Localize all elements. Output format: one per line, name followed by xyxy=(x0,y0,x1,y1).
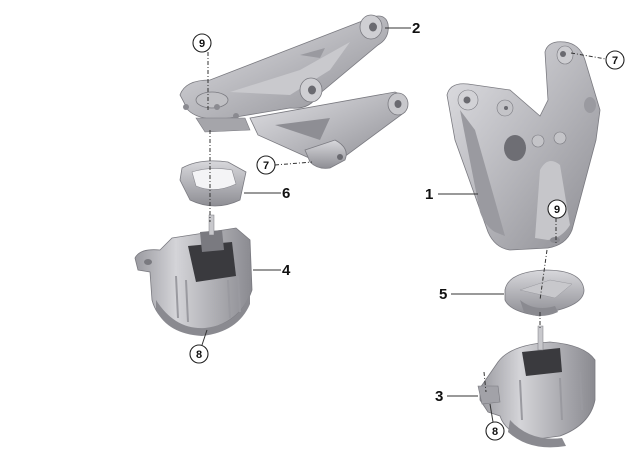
callout-2-label: 2 xyxy=(412,20,420,37)
circled-callout-8-right: 8 xyxy=(485,403,505,441)
part-3-engine-mount-right xyxy=(477,325,596,448)
callout-6-label: 6 xyxy=(282,185,290,202)
circled-callout-7-right: 7 xyxy=(570,50,625,70)
callout-4-label: 4 xyxy=(282,262,291,279)
circled-callout-7-left: 7 xyxy=(256,155,313,175)
callout-1-label: 1 xyxy=(425,186,433,203)
circled-callout-9-left: 9 xyxy=(192,33,212,53)
callout-3: 3 xyxy=(435,388,478,405)
callout-5-label: 5 xyxy=(439,286,447,303)
circled-callout-9-left-label: 9 xyxy=(199,38,205,50)
circled-callout-7-right-label: 7 xyxy=(612,55,618,67)
part-2-support-arm xyxy=(179,14,409,169)
part-6-spacer-ring xyxy=(179,160,247,207)
circled-callout-8-left: 8 xyxy=(189,329,209,364)
callout-3-label: 3 xyxy=(435,388,443,405)
callout-2: 2 xyxy=(385,20,420,37)
circled-callout-8-left-label: 8 xyxy=(196,349,202,361)
callout-6: 6 xyxy=(244,185,290,202)
circled-callout-9-right: 9 xyxy=(547,199,567,219)
part-1-support-bracket xyxy=(446,41,601,251)
callout-4: 4 xyxy=(253,262,291,279)
assembly-axes xyxy=(207,52,557,393)
circled-callout-9-right-label: 9 xyxy=(554,204,560,216)
circled-callout-7-left-label: 7 xyxy=(263,160,269,172)
circled-callout-8-right-label: 8 xyxy=(492,426,498,438)
part-4-engine-mount-left xyxy=(134,214,253,336)
part-5-cover-plate xyxy=(504,269,585,317)
callout-1: 1 xyxy=(425,186,478,203)
callout-5: 5 xyxy=(439,286,504,303)
